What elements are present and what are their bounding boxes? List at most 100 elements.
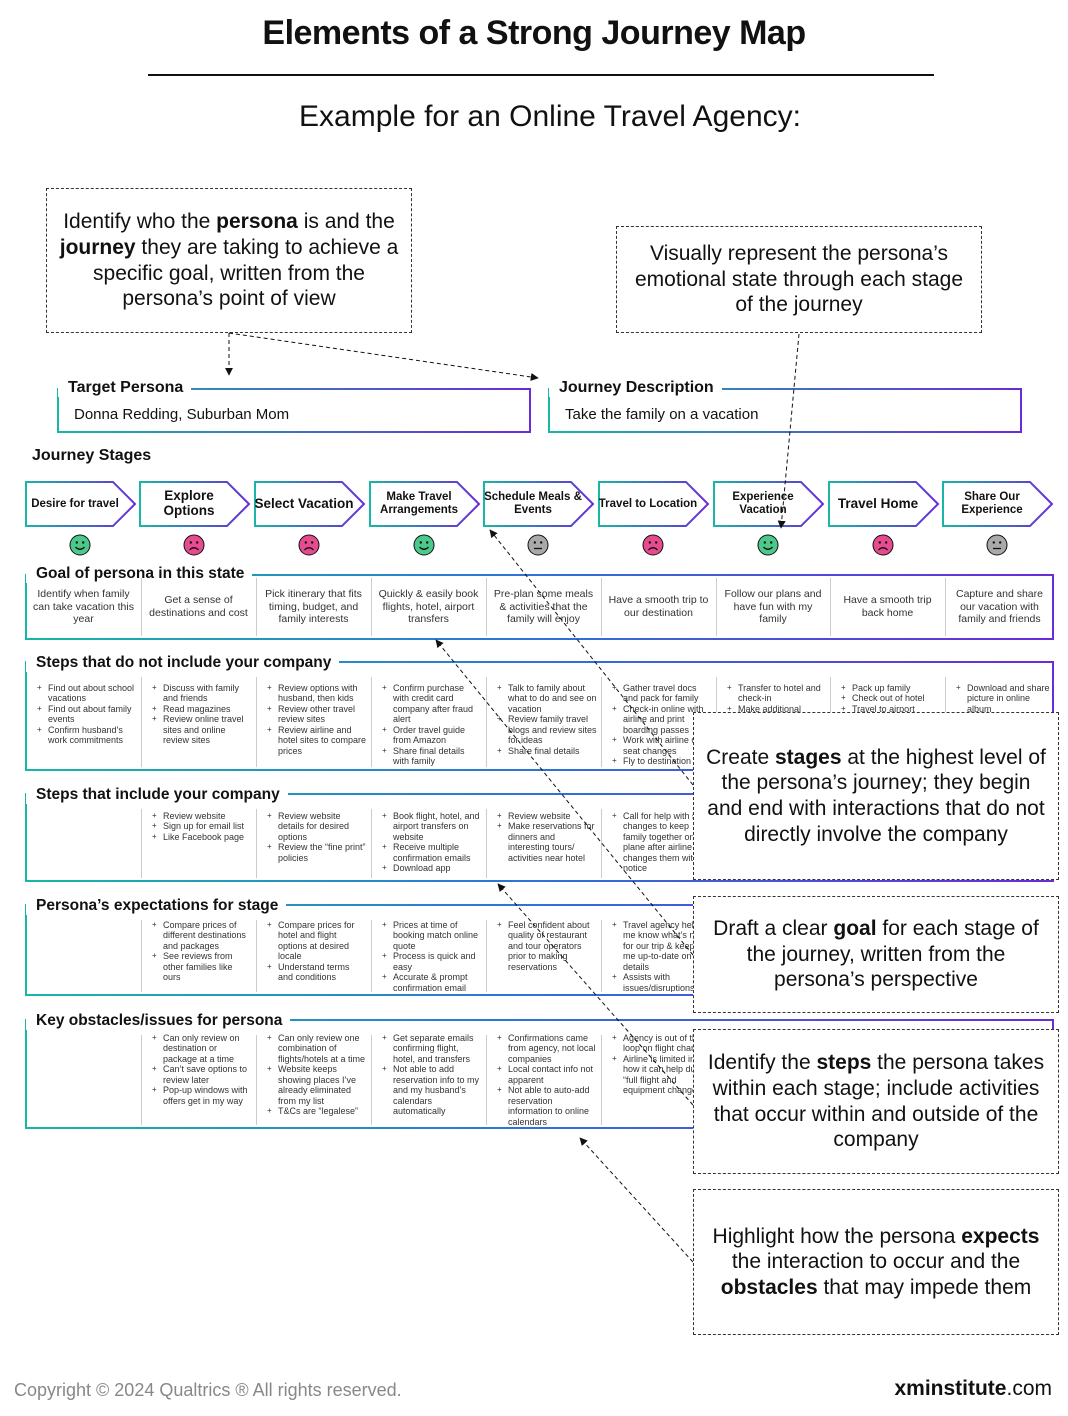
table-cell: Confirm purchase with credit card compan…	[377, 683, 482, 767]
bullet-list: Find out about school vacationsFind out …	[32, 683, 137, 746]
bullet-list: Pack up familyCheck out of hotelTravel t…	[836, 683, 941, 714]
list-item: Process is quick and easy	[382, 951, 482, 972]
bullet-list: Can only review on destination or packag…	[147, 1033, 252, 1106]
stage-name: Travel to Location	[598, 497, 698, 510]
bullet-list: Review websiteSign up for email listLike…	[147, 811, 252, 842]
table-cell: Compare prices for hotel and flight opti…	[262, 920, 367, 992]
list-item: Confirmations came from agency, not loca…	[497, 1033, 597, 1064]
stage-name: Share Our Experience	[961, 491, 1023, 516]
journey-description-value: Take the family on a vacation	[565, 406, 759, 423]
list-item: Review the “fine print” policies	[267, 842, 367, 863]
column-divider	[486, 578, 487, 636]
list-item: Feel confident about quality of restaura…	[497, 920, 597, 972]
page-title: Elements of a Strong Journey Map	[262, 14, 806, 52]
list-item: Accurate & prompt confirmation email	[382, 972, 482, 992]
bullet-list: Book flight, hotel, and airport transfer…	[377, 811, 482, 874]
section-label: Persona’s expectations for stage	[26, 897, 287, 915]
bullet-list: Transfer to hotel and check-inMake addit…	[722, 683, 826, 714]
list-item: Review other travel review sites	[267, 704, 367, 725]
table-cell: Pack up familyCheck out of hotelTravel t…	[836, 683, 941, 767]
list-item: Review website	[497, 811, 597, 821]
list-item: Compare prices of different destinations…	[152, 920, 252, 951]
column-divider	[141, 1035, 142, 1125]
stage-name: Schedule Meals & Events	[484, 491, 582, 516]
table-cell: Have a smooth trip back home	[843, 594, 932, 619]
callout-bold: expects	[961, 1224, 1040, 1248]
callout-stages: Create stages at the highest level of th…	[693, 712, 1059, 880]
list-item: T&Cs are “legalese”	[267, 1106, 367, 1116]
callout-text: Identify who the	[63, 210, 217, 234]
table-cell: Pick itinerary that fits timing, budget,…	[265, 587, 362, 626]
table-cell: Feel confident about quality of restaura…	[492, 920, 597, 992]
callout-text: that may impede them	[817, 1275, 1032, 1299]
stage-4: Make Travel Arrangements	[369, 481, 481, 527]
list-item: Travel to airport	[841, 704, 941, 714]
section-label: Goal of persona in this state	[26, 565, 253, 583]
list-item: Review online travel sites and online re…	[152, 714, 252, 745]
list-item: Find out about school vacations	[37, 683, 137, 704]
stage-name: Explore Options	[163, 488, 215, 518]
table-cell	[32, 811, 137, 878]
list-item: Pop-up windows with offers get in my way	[152, 1085, 252, 1106]
list-item: Review website details for desired optio…	[267, 811, 367, 842]
copyright: Copyright © 2024 Qualtrics ® All rights …	[14, 1380, 402, 1400]
stage-9: Share Our Experience	[942, 481, 1054, 527]
list-item: Can’t save options to review later	[152, 1064, 252, 1085]
callout-steps: Identify the steps the persona takes wit…	[693, 1029, 1059, 1174]
list-item: Confirm husband’s work commitments	[37, 725, 137, 746]
list-item: Share final details with family	[382, 746, 482, 767]
stage-8: Travel Home	[828, 481, 940, 527]
list-item: Read magazines	[152, 704, 252, 714]
table-cell: Find out about school vacationsFind out …	[32, 683, 137, 767]
callout-text: for each stage of the journey, written f…	[746, 917, 1039, 992]
column-divider	[256, 578, 257, 636]
callout-text: at the highest level of the persona’s jo…	[707, 745, 1046, 846]
list-item: Not able to auto-add reservation informa…	[497, 1085, 597, 1125]
table-cell: Pre-plan some meals & activities that th…	[493, 587, 594, 626]
list-item: Book flight, hotel, and airport transfer…	[382, 811, 482, 842]
callout-text: Highlight how the persona	[712, 1224, 962, 1248]
table-cell: Transfer to hotel and check-inMake addit…	[722, 683, 826, 767]
column-divider	[601, 809, 602, 878]
stage-chevron	[942, 481, 1054, 527]
bullet-list: Prices at time of booking match online q…	[377, 920, 482, 992]
table-cell: Discuss with family and friendsRead maga…	[147, 683, 252, 767]
title-divider	[148, 74, 934, 76]
list-item: Review airline and hotel sites to compar…	[267, 725, 367, 756]
stage-name: Desire for travel	[31, 497, 119, 510]
stage-5: Schedule Meals & Events	[483, 481, 595, 527]
table-cell	[32, 920, 137, 992]
column-divider	[256, 1035, 257, 1125]
stage-name: Experience Vacation	[732, 491, 794, 516]
list-item: Review website	[152, 811, 252, 821]
target-persona-value: Donna Redding, Suburban Mom	[74, 406, 290, 423]
bullet-list: Get separate emails confirming flight, h…	[377, 1033, 482, 1117]
callout-text: Draft a clear	[713, 917, 834, 941]
column-divider	[945, 578, 946, 636]
table-cell: Get a sense of destinations and cost	[149, 594, 248, 619]
stage-chevron	[369, 481, 481, 527]
happy-face-icon	[69, 534, 91, 561]
stage-3: Select Vacation	[254, 481, 366, 527]
table-cell: Talk to family about what to do and see …	[492, 683, 597, 767]
list-item: Not able to add reservation info to my a…	[382, 1064, 482, 1116]
list-item: Sign up for email list	[152, 821, 252, 831]
table-cell: Quickly & easily book flights, hotel, ai…	[378, 587, 479, 626]
column-divider	[830, 578, 831, 636]
column-divider	[601, 677, 602, 767]
list-item: Download app	[382, 863, 482, 873]
list-item: Discuss with family and friends	[152, 683, 252, 704]
brand-link[interactable]: xminstitute.com	[894, 1377, 1052, 1401]
callout-bold: steps	[816, 1051, 872, 1075]
column-divider	[601, 920, 602, 992]
list-item: Website keeps showing places I’ve alread…	[267, 1064, 367, 1106]
callout-text: Visually represent the persona’s emotion…	[634, 242, 964, 317]
happy-face-icon	[757, 534, 779, 561]
column-divider	[256, 809, 257, 878]
column-divider	[486, 1035, 487, 1125]
bullet-list: Compare prices for hotel and flight opti…	[262, 920, 367, 983]
list-item: See reviews from other families like our…	[152, 951, 252, 982]
list-item: Pack up family	[841, 683, 941, 693]
callout-text: Identify the	[707, 1051, 817, 1075]
table-cell: Identify when family can take vacation t…	[33, 587, 134, 626]
